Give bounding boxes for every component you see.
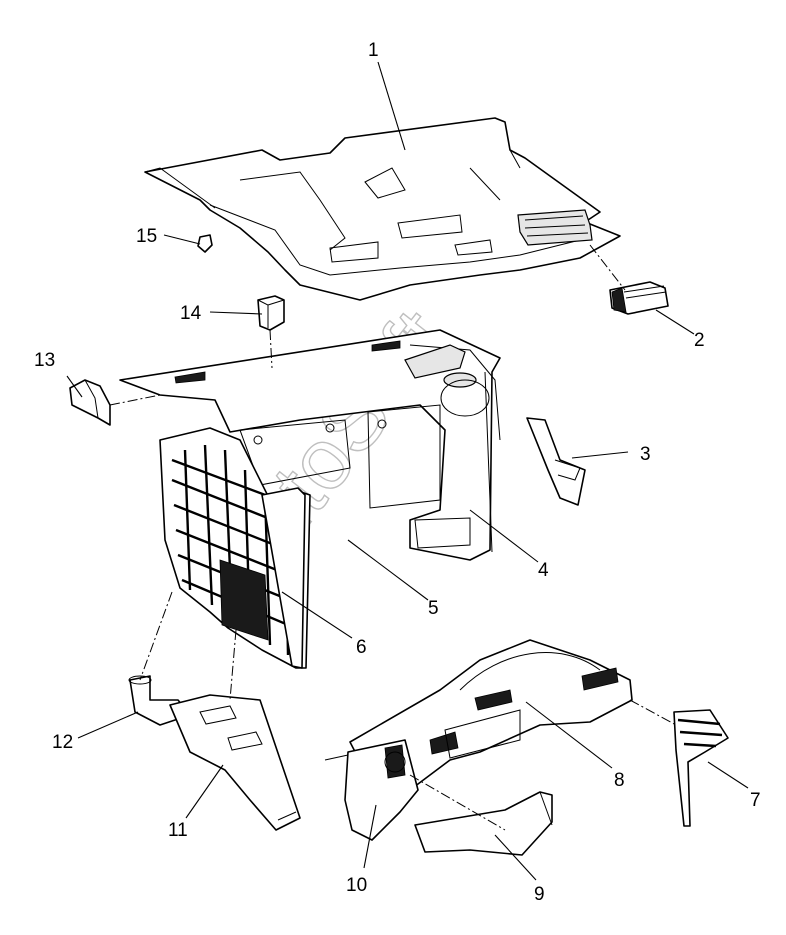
part-13-bracket: [69, 379, 111, 426]
callout-7: 7: [750, 790, 761, 811]
callout-14: 14: [180, 303, 202, 324]
part-3-side-bracket: [526, 417, 586, 506]
part-8-wheelhouse-trim: [349, 639, 633, 801]
leader-lines: [66, 61, 749, 881]
callout-1: 1: [368, 40, 379, 61]
part-1-floor-panel: [144, 117, 621, 301]
callout-3: 3: [640, 444, 651, 465]
callout-5: 5: [428, 598, 439, 619]
part-11-duct: [169, 694, 301, 831]
callout-11: 11: [168, 820, 188, 841]
part-10-lower-piece: [324, 739, 419, 841]
part-15-clip: [197, 234, 213, 253]
assembly-lines: [109, 244, 677, 831]
callout-6: 6: [356, 637, 367, 658]
callout-12: 12: [52, 732, 73, 753]
part-9-duct: [414, 791, 553, 856]
callout-13: 13: [34, 350, 55, 371]
callout-15: 15: [136, 226, 157, 247]
part-2-vent-box: [609, 281, 669, 315]
callout-4: 4: [538, 560, 549, 581]
callout-labels: 1 2 3 4 5 6 7 8 9 10 11 12 13 14 15: [34, 40, 761, 905]
part-6-side-trim-net: [159, 427, 311, 669]
callout-2: 2: [694, 330, 705, 351]
callout-10: 10: [346, 875, 367, 896]
callout-9: 9: [534, 884, 545, 905]
callout-8: 8: [614, 770, 625, 791]
part-14-block: [257, 295, 285, 331]
part-7-vent-insert: [673, 709, 729, 827]
